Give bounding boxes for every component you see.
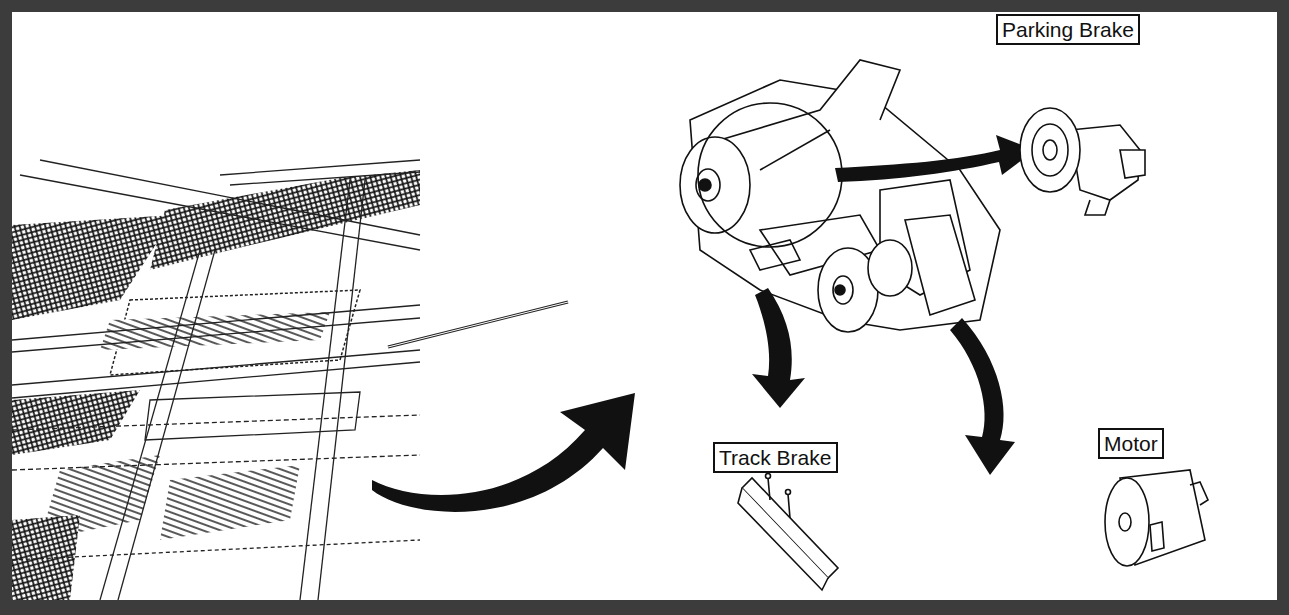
part-label: Motor: [1104, 431, 1158, 456]
curved-arrow: [835, 135, 1035, 182]
curved-arrow: [950, 318, 1015, 475]
part-label-box: Track Brake: [713, 442, 838, 473]
track-illustration: [12, 160, 420, 600]
curved-arrow: [752, 288, 805, 408]
parking-brake-illustration: [1020, 108, 1145, 215]
part-label-box: Motor: [1098, 428, 1164, 459]
part-label: Parking Brake: [1002, 17, 1134, 42]
bogie-illustration: [680, 60, 1000, 332]
frame-ground: [12, 12, 1277, 600]
pointer-line: [388, 302, 568, 347]
part-label-box: Parking Brake: [996, 14, 1140, 45]
motor-illustration: [1105, 470, 1208, 566]
part-label: Track Brake: [719, 445, 832, 470]
track-brake-illustration: [738, 474, 838, 591]
curved-arrow: [372, 393, 635, 512]
